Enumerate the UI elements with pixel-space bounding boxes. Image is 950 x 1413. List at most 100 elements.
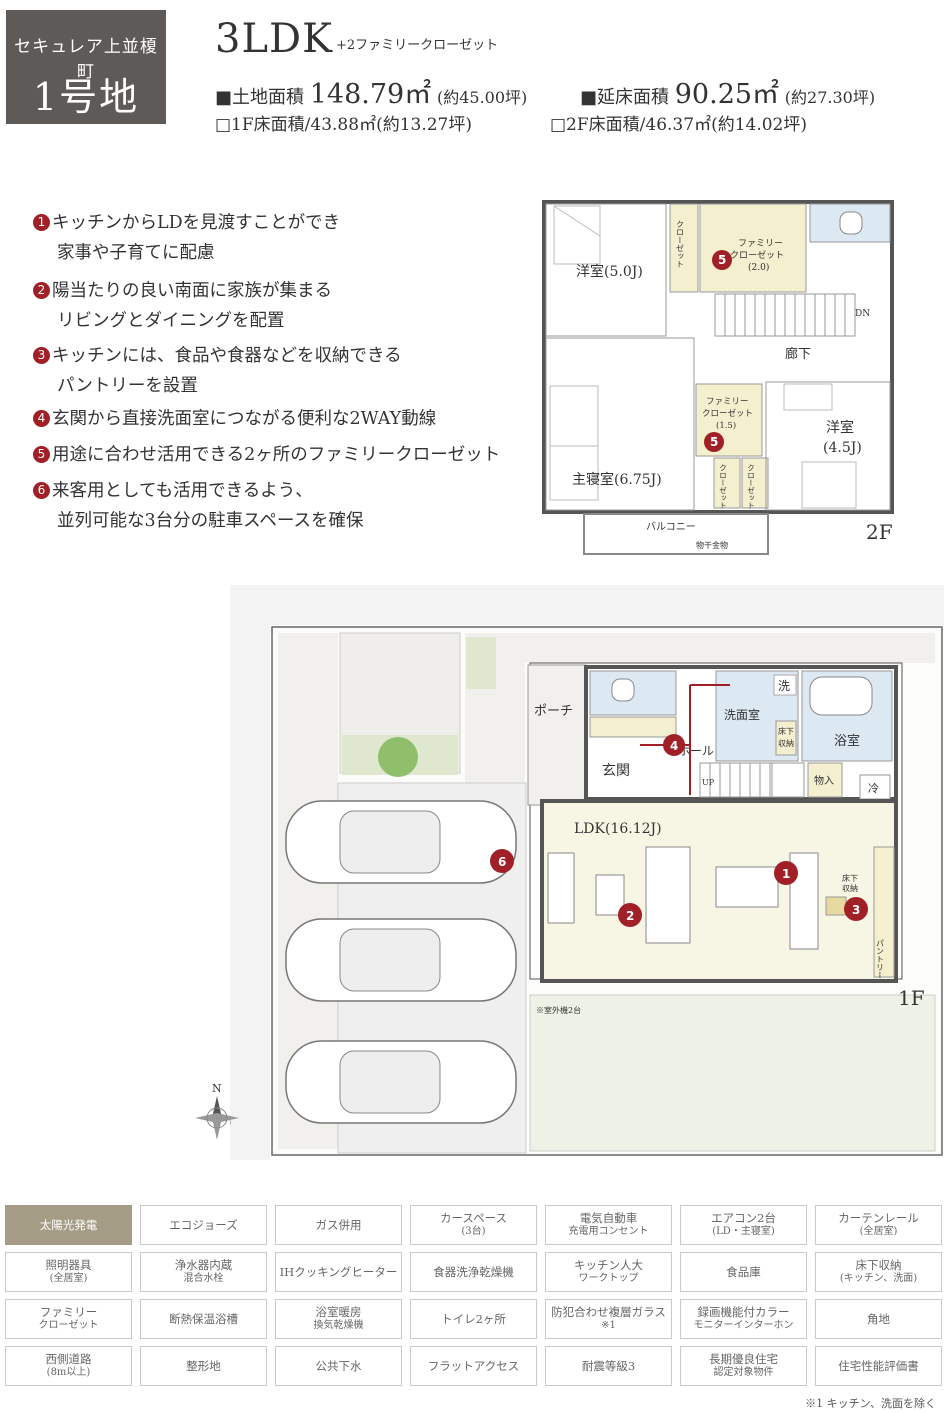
coffee-table xyxy=(595,874,625,916)
amenity-grid: 太陽光発電 エコジョーズ ガス併用 カースペース(3台) 電気自動車充電用コンセ… xyxy=(0,1200,950,1400)
closet-c xyxy=(741,457,769,509)
amenity-item: 防犯合わせ複層ガラス※1 xyxy=(545,1299,672,1339)
pantry xyxy=(873,846,895,978)
north-compass: N xyxy=(195,1082,239,1140)
amenity-item: 住宅性能評価書 xyxy=(815,1346,942,1386)
amenity-item: フラットアクセス xyxy=(410,1346,537,1386)
stairs-2f xyxy=(714,293,856,337)
footnote: ※1 キッチン、洗面を除く xyxy=(805,1397,936,1410)
ldk-label: LDK(16.12J) xyxy=(574,821,662,837)
badge-5-a-text: 5 xyxy=(718,253,726,267)
amenity-item: 耐震等級3 xyxy=(545,1346,672,1386)
family-closet-1 xyxy=(699,203,807,293)
amenity-item: 録画機能付カラーモニターインターホン xyxy=(680,1299,807,1339)
corridor-label: 廊下 xyxy=(785,346,811,362)
badge-1 xyxy=(774,861,798,885)
pantry-label: パントリー xyxy=(876,939,885,979)
amenity-item: 食品庫 xyxy=(680,1252,807,1292)
planting-small xyxy=(466,637,496,689)
feature-text-cont: パントリーを設置 xyxy=(57,376,198,396)
land-area: ■土地面積 148.79㎡ (約45.00坪) xyxy=(215,72,527,111)
fridge-label: 冷 xyxy=(868,782,879,795)
car-icon xyxy=(285,800,517,884)
room-western2-l1: 洋室 xyxy=(826,419,854,436)
lot-label: 1号地 xyxy=(32,75,140,119)
amenity-item: IHクッキングヒーター xyxy=(275,1252,402,1292)
sofa xyxy=(645,846,691,944)
porch xyxy=(527,664,587,806)
amenity-item: 床下収納(キッチン、洗面) xyxy=(815,1252,942,1292)
master-bedroom xyxy=(545,337,695,511)
storage-closet xyxy=(807,762,843,798)
amenity-item: カーテンレール(全居室) xyxy=(815,1205,942,1245)
fc2-l1: ファミリー xyxy=(706,397,749,407)
badge-5-a xyxy=(712,250,732,270)
badge-5-b xyxy=(704,432,724,452)
room-western2-l2: (4.5J) xyxy=(823,440,862,456)
feature-text: 来客用としても活用できるよう、 xyxy=(52,481,313,501)
up-label: UP xyxy=(702,778,715,787)
badge-6 xyxy=(490,849,514,873)
shoe-storage xyxy=(589,716,677,738)
tree-icon xyxy=(378,737,418,777)
underfloor-hatch xyxy=(825,896,847,916)
closet-b-label: クローゼット xyxy=(718,464,727,509)
wash-storage-l1: 床下 xyxy=(778,726,794,736)
feature-text-cont: 家事や子育てに配慮 xyxy=(57,243,215,263)
amenity-item: 太陽光発電 xyxy=(5,1205,132,1245)
kitchen-storage-l1: 床下 xyxy=(842,873,858,883)
room-western2 xyxy=(765,381,891,511)
amenity-item: カースペース(3台) xyxy=(410,1205,537,1245)
dining-table xyxy=(715,866,779,908)
amenity-item: 照明器具(全居室) xyxy=(5,1252,132,1292)
gravel-north xyxy=(525,633,935,663)
floor-label-2f: 2F xyxy=(866,520,893,544)
fc1-l3: (2.0) xyxy=(748,262,769,273)
feature-text: 陽当たりの良い南面に家族が集まる xyxy=(52,281,332,301)
amenity-item: 断熱保温浴槽 xyxy=(140,1299,267,1339)
stairs-1f xyxy=(699,762,805,798)
floor-label-1f: 1F xyxy=(898,986,925,1010)
amenity-item: 角地 xyxy=(815,1299,942,1339)
bathtub-icon xyxy=(809,676,873,716)
feature-badge: 5 xyxy=(33,446,50,463)
amenity-item: 電気自動車充電用コンセント xyxy=(545,1205,672,1245)
closet-a xyxy=(669,203,699,293)
storage-label: 物入 xyxy=(814,774,834,787)
feature-badge: 2 xyxy=(33,282,50,299)
amenity-item: キッチン人大ワークトップ xyxy=(545,1252,672,1292)
amenity-item: トイレ2ヶ所 xyxy=(410,1299,537,1339)
closet-a-label: クローゼット xyxy=(676,220,685,268)
amenity-item: 西側道路(8m以上) xyxy=(5,1346,132,1386)
amenity-item: 公共下水 xyxy=(275,1346,402,1386)
amenity-item: ガス併用 xyxy=(275,1205,402,1245)
badge-2 xyxy=(618,903,642,927)
amenity-item: ファミリークローゼット xyxy=(5,1299,132,1339)
closet-c-label: クローゼット xyxy=(746,464,755,509)
land-area-label: ■土地面積 xyxy=(215,87,305,108)
area-label: セキュレア上並榎町 xyxy=(14,37,158,82)
amenity-item: 浄水器内蔵混合水栓 xyxy=(140,1252,267,1292)
feature-text: キッチンからLDを見渡すことができ xyxy=(52,213,341,233)
kitchen-counter xyxy=(789,852,819,950)
master-bedroom-label: 主寝室(6.75J) xyxy=(572,471,662,488)
feature-text-cont: リビングとダイニングを配置 xyxy=(57,311,285,331)
feature-text-cont: 並列可能な3台分の駐車スペースを確保 xyxy=(57,511,364,531)
feature-badge: 3 xyxy=(33,347,50,364)
fc1-l2: クローゼット xyxy=(730,249,784,261)
room-western1 xyxy=(545,203,667,337)
property-title-box: セキュレア上並榎町 1号地 xyxy=(6,10,166,124)
toilet-icon xyxy=(611,678,635,702)
amenity-item: エアコン2台(LD・主寝室) xyxy=(680,1205,807,1245)
feature-text: キッチンには、食品や食器などを収納できる xyxy=(52,346,402,366)
feature-badge: 4 xyxy=(33,410,50,427)
badge-3-text: 3 xyxy=(852,903,860,917)
dn-label: DN xyxy=(855,309,870,319)
balcony xyxy=(583,513,769,555)
amenity-item: 食器洗浄乾燥機 xyxy=(410,1252,537,1292)
wash-storage-l2: 収納 xyxy=(778,738,794,748)
